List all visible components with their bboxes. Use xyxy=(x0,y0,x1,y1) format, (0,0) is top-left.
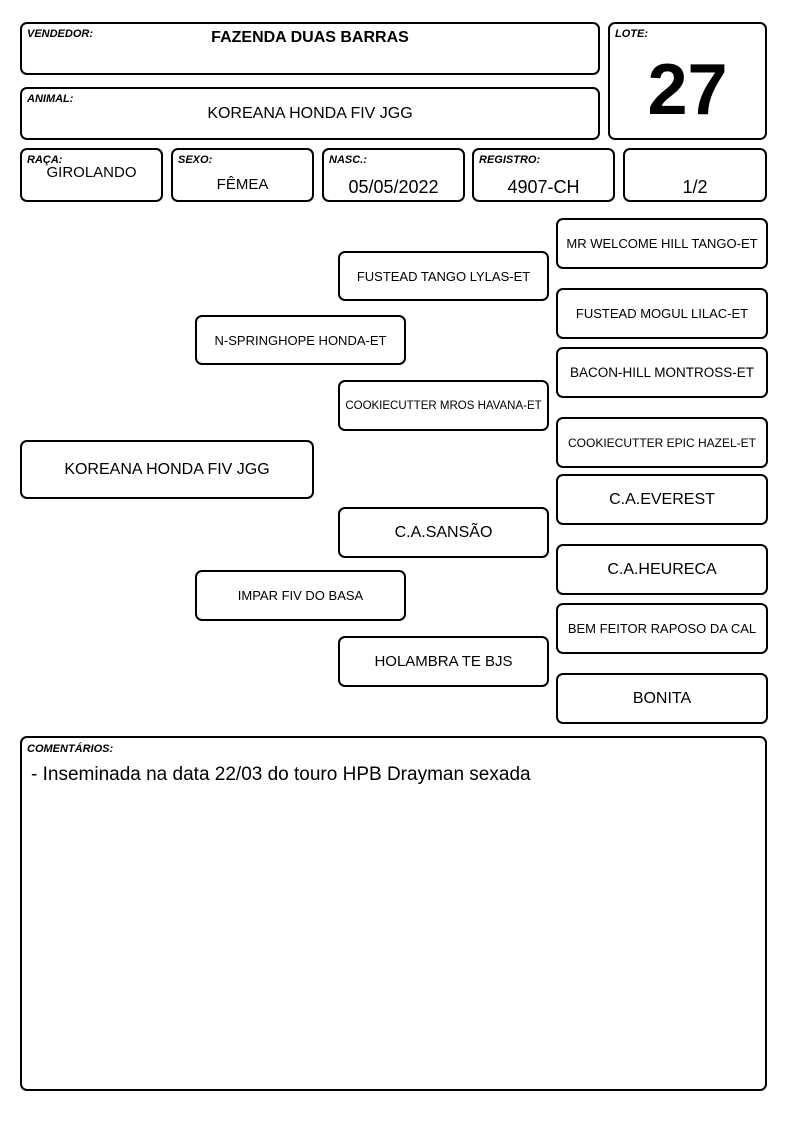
raca-value: GIROLANDO xyxy=(46,164,137,181)
nasc-label: NASC.: xyxy=(329,154,367,166)
lote-value: 27 xyxy=(647,50,728,130)
pedigree-dam-dam: HOLAMBRA TE BJS xyxy=(338,636,549,687)
pedigree-sire: N-SPRINGHOPE HONDA-ET xyxy=(195,315,406,365)
pedigree-ggp-5: C.A.EVEREST xyxy=(556,474,768,525)
pedigree-ggp-6: C.A.HEURECA xyxy=(556,544,768,595)
sexo-value: FÊMEA xyxy=(216,176,269,193)
pedigree-sire-dam: COOKIECUTTER MROS HAVANA-ET xyxy=(338,380,549,431)
animal-label: ANIMAL: xyxy=(27,93,74,105)
comments-label: COMENTÁRIOS: xyxy=(27,743,114,755)
comments-text: - Inseminada na data 22/03 do touro HPB … xyxy=(31,764,531,785)
pedigree-ggp-1: MR WELCOME HILL TANGO-ET xyxy=(556,218,768,269)
nasc-value: 05/05/2022 xyxy=(348,177,439,197)
pedigree-sire-sire: FUSTEAD TANGO LYLAS-ET xyxy=(338,251,549,301)
pedigree-ggp-2: FUSTEAD MOGUL LILAC-ET xyxy=(556,288,768,339)
sexo-box: SEXO: FÊMEA xyxy=(171,148,314,202)
pedigree-dam-sire: C.A.SANSÃO xyxy=(338,507,549,558)
nasc-box: NASC.: 05/05/2022 xyxy=(322,148,465,202)
raca-box: RAÇA: GIROLANDO xyxy=(20,148,163,202)
pedigree-ggp-4: COOKIECUTTER EPIC HAZEL-ET xyxy=(556,417,768,468)
pedigree-animal: KOREANA HONDA FIV JGG xyxy=(20,440,314,499)
pedigree-ggp-3: BACON-HILL MONTROSS-ET xyxy=(556,347,768,398)
sexo-label: SEXO: xyxy=(178,154,213,166)
grau-box: 1/2 xyxy=(623,148,767,202)
animal-box: ANIMAL: KOREANA HONDA FIV JGG xyxy=(20,87,600,140)
registro-value: 4907-CH xyxy=(507,177,580,197)
grau-value: 1/2 xyxy=(682,177,708,197)
vendedor-value: FAZENDA DUAS BARRAS xyxy=(211,29,409,46)
animal-value: KOREANA HONDA FIV JGG xyxy=(207,105,413,122)
pedigree-ggp-8: BONITA xyxy=(556,673,768,724)
lote-label: LOTE: xyxy=(615,28,648,40)
lote-box: LOTE: 27 xyxy=(608,22,767,140)
pedigree-dam: IMPAR FIV DO BASA xyxy=(195,570,406,621)
registro-box: REGISTRO: 4907-CH xyxy=(472,148,615,202)
vendedor-label: VENDEDOR: xyxy=(27,28,94,40)
registro-label: REGISTRO: xyxy=(479,154,541,166)
vendedor-box: VENDEDOR: FAZENDA DUAS BARRAS xyxy=(20,22,600,75)
pedigree-ggp-7: BEM FEITOR RAPOSO DA CAL xyxy=(556,603,768,654)
comments-box: COMENTÁRIOS: - Inseminada na data 22/03 … xyxy=(20,736,767,1091)
raca-label: RAÇA: xyxy=(27,154,63,166)
